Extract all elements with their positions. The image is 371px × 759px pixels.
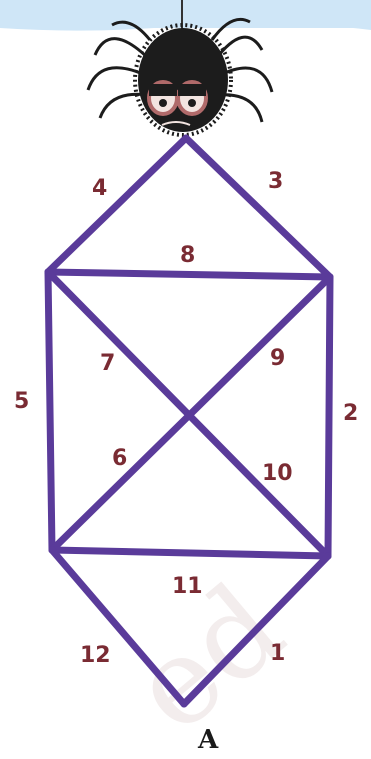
edge-label-8: 8 bbox=[180, 243, 195, 268]
edge-4 bbox=[48, 138, 186, 272]
edge-label-10: 10 bbox=[262, 461, 293, 486]
figure-label: A bbox=[197, 725, 219, 755]
edge-label-12: 12 bbox=[80, 643, 111, 668]
edge-3 bbox=[186, 138, 330, 277]
edge-5 bbox=[48, 272, 52, 550]
edge-11 bbox=[52, 550, 328, 556]
edge-label-2: 2 bbox=[343, 401, 358, 426]
edge-label-3: 3 bbox=[268, 169, 283, 194]
edge-label-1: 1 bbox=[270, 641, 285, 666]
edge-label-7: 7 bbox=[100, 351, 115, 376]
edge-label-6: 6 bbox=[112, 446, 127, 471]
edge-8 bbox=[48, 272, 330, 277]
edge-label-4: 4 bbox=[92, 176, 107, 201]
edge-label-11: 11 bbox=[172, 574, 203, 599]
edge-2 bbox=[328, 277, 330, 556]
edge-label-9: 9 bbox=[270, 346, 285, 371]
edge-label-5: 5 bbox=[14, 389, 29, 414]
